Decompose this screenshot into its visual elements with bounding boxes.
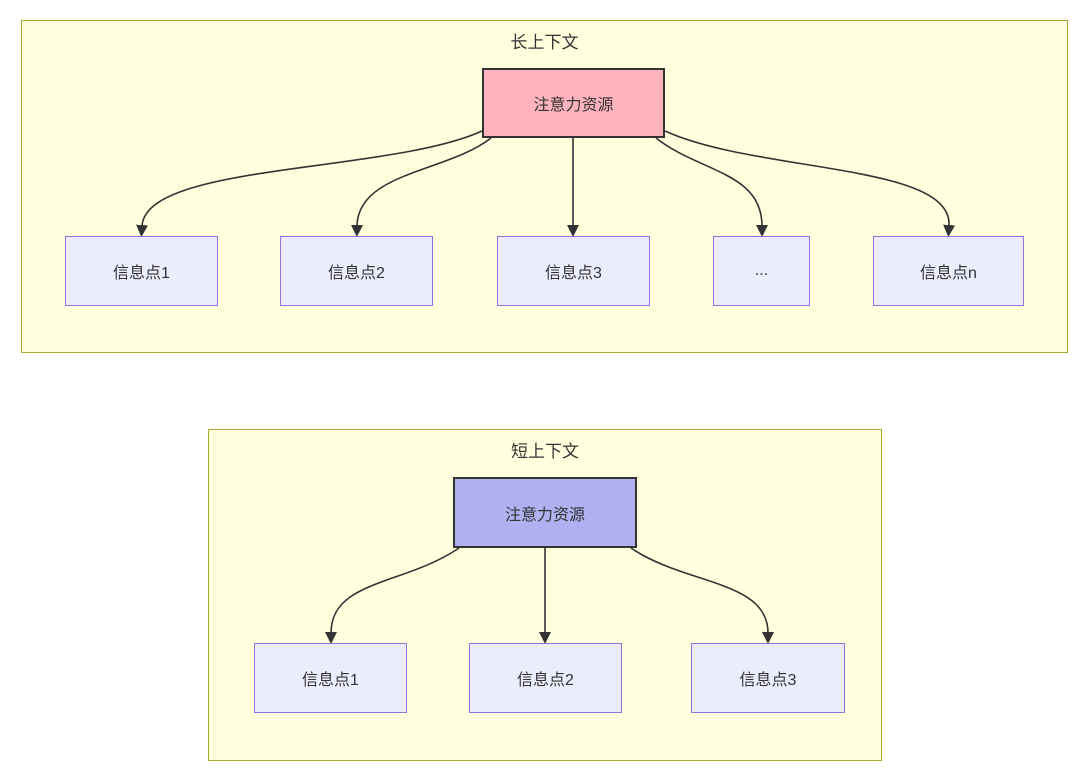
long-info-label-3: 信息点3 xyxy=(545,265,602,282)
long-info-node-n: 信息点n xyxy=(873,236,1024,306)
short-attention-label: 注意力资源 xyxy=(504,506,585,524)
short-info-node-3: 信息点3 xyxy=(691,643,845,713)
short-info-label-3: 信息点3 xyxy=(739,672,797,689)
long-context-title: 长上下文 xyxy=(510,33,579,52)
long-info-node-2: 信息点2 xyxy=(280,236,433,306)
long-attention-label: 注意力资源 xyxy=(533,97,614,114)
short-attention-node: 注意力资源 xyxy=(453,477,637,548)
short-info-node-1: 信息点1 xyxy=(254,643,407,713)
short-info-label-1: 信息点1 xyxy=(302,672,359,689)
short-context-title: 短上下文 xyxy=(511,442,579,461)
long-info-node-3: 信息点3 xyxy=(497,236,650,306)
long-info-node-ellipsis: ... xyxy=(713,236,810,306)
long-attention-node: 注意力资源 xyxy=(482,68,665,138)
long-info-label-ellipsis: ... xyxy=(754,262,769,279)
long-info-node-1: 信息点1 xyxy=(65,236,218,306)
long-info-label-1: 信息点1 xyxy=(113,265,170,282)
long-info-label-n: 信息点n xyxy=(920,265,977,282)
short-info-node-2: 信息点2 xyxy=(469,643,622,713)
long-info-label-2: 信息点2 xyxy=(328,265,385,282)
short-info-label-2: 信息点2 xyxy=(517,672,574,689)
